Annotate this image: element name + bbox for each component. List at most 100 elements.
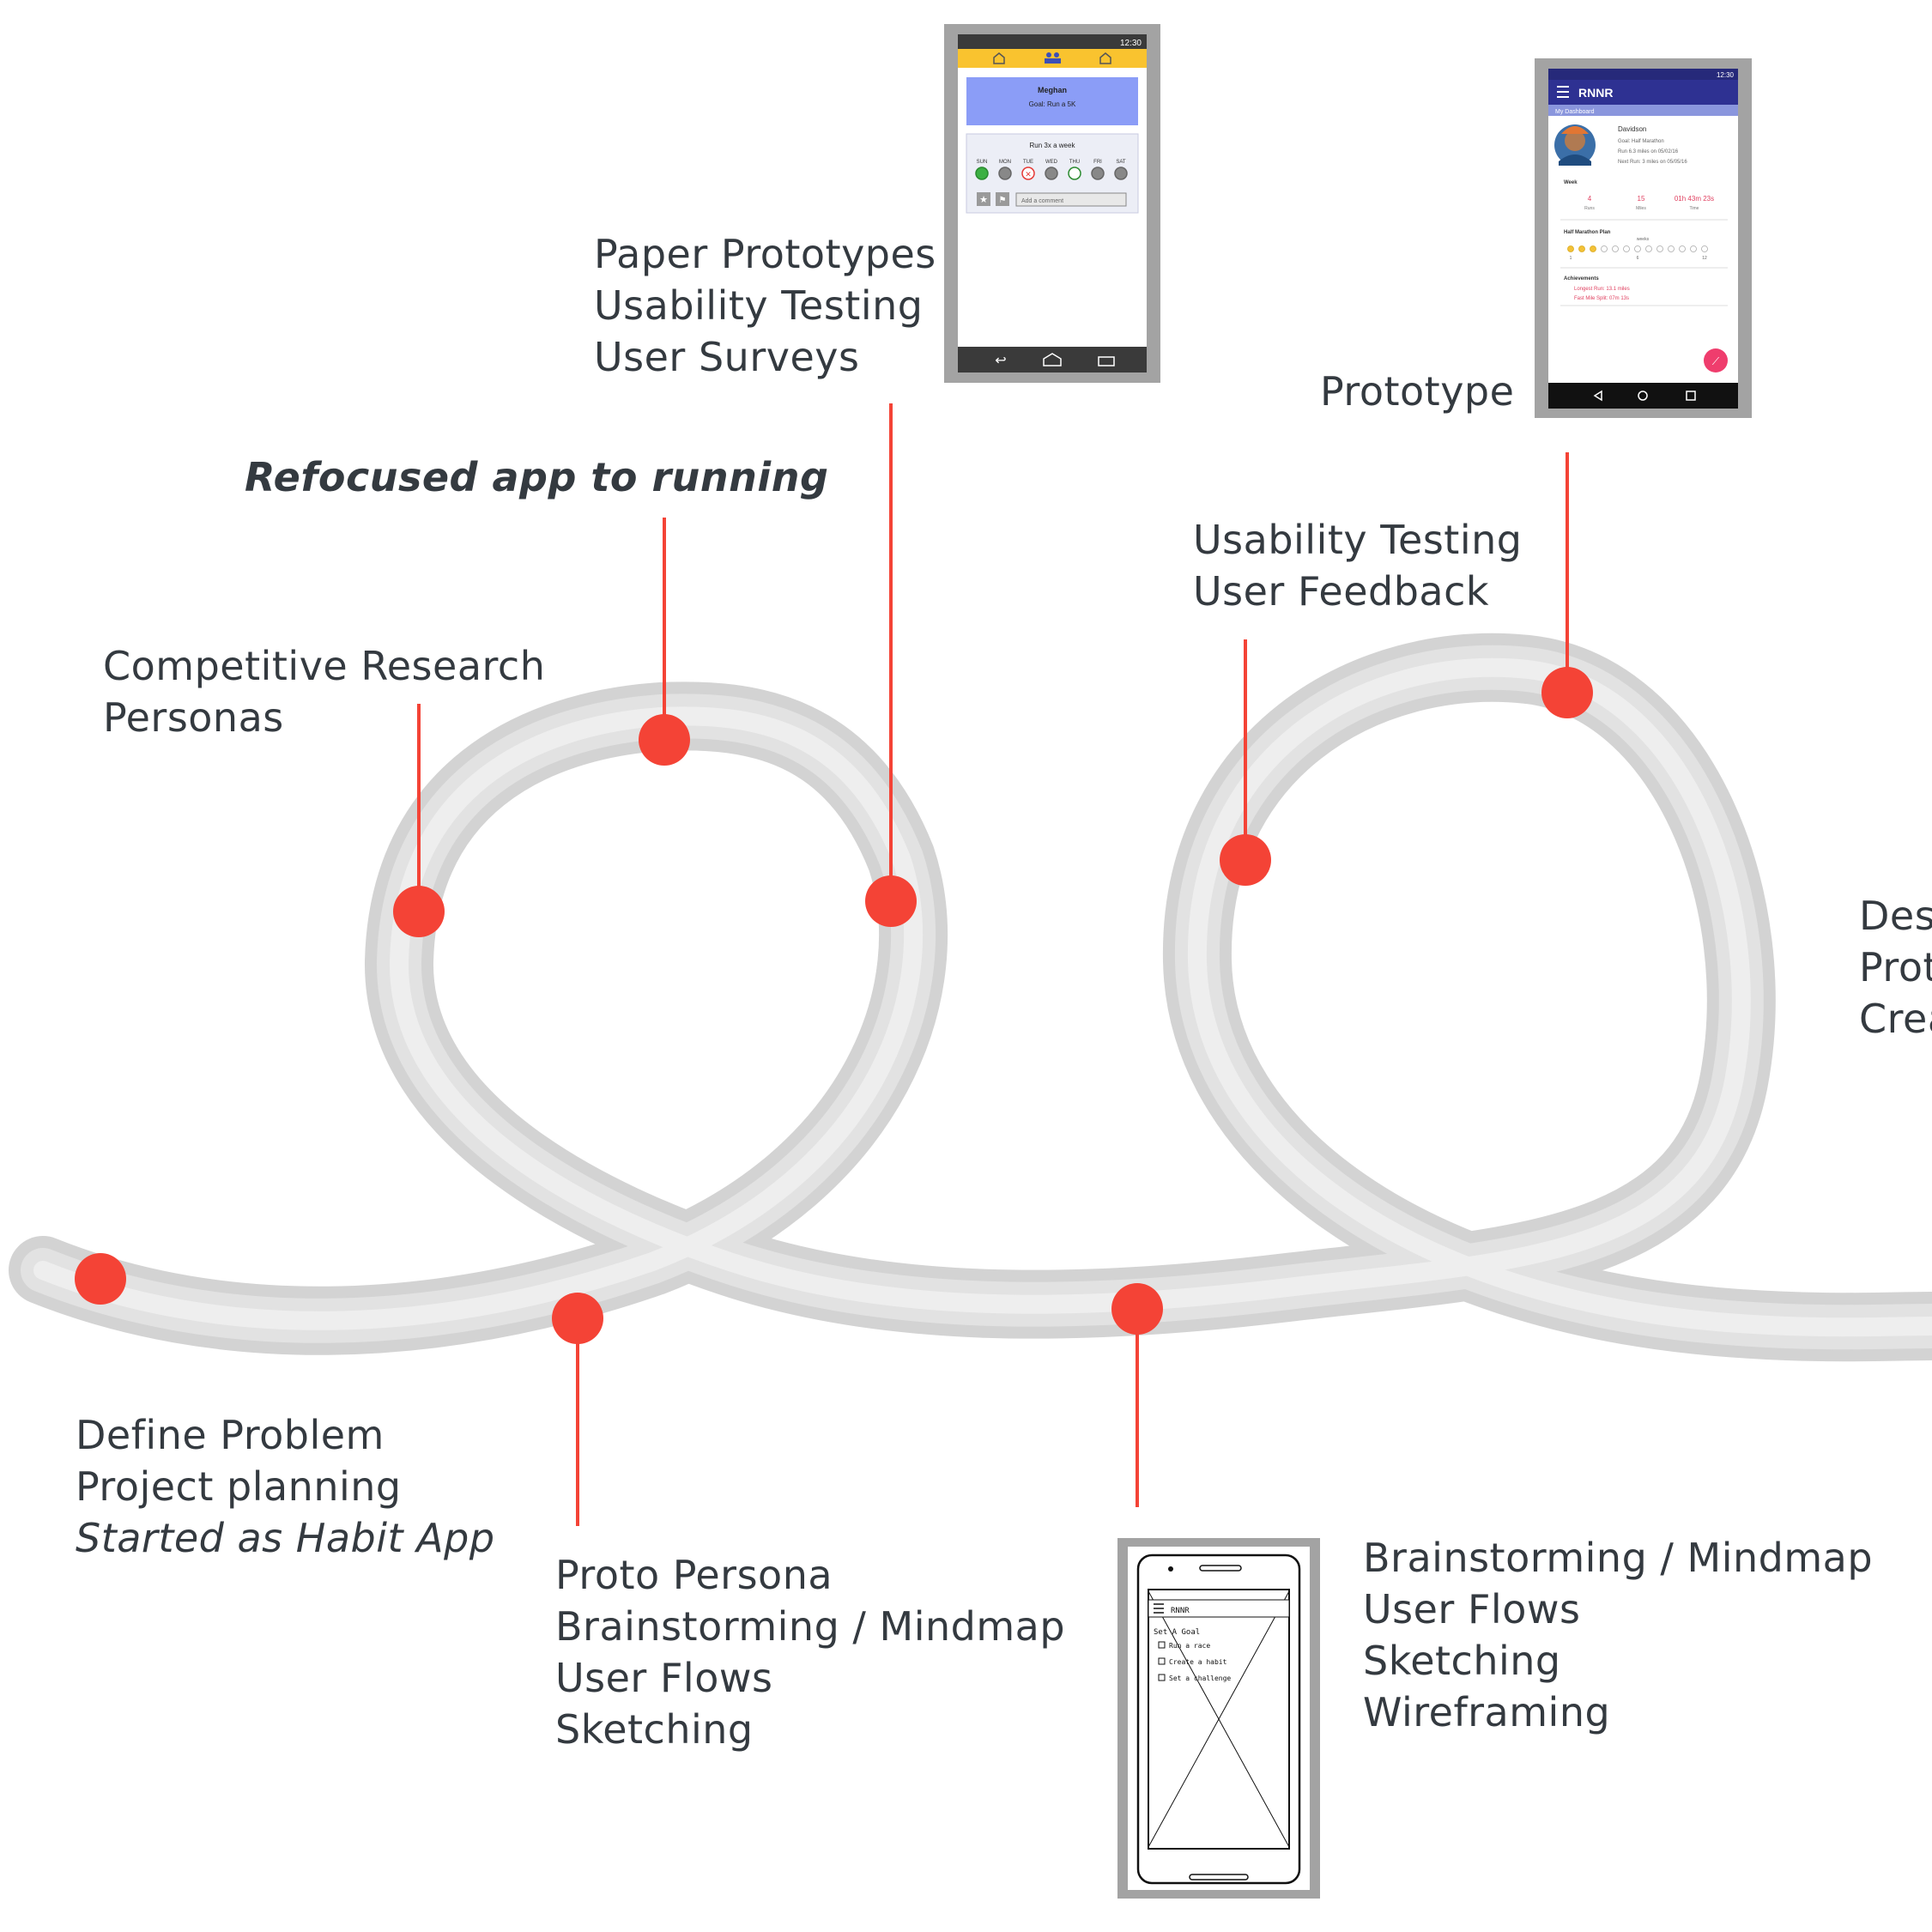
rnnr-achievement-1: Longest Run: 13.1 miles [1574, 287, 1630, 292]
proto-persona-line-1: Proto Persona [555, 1552, 833, 1598]
avatar [1554, 124, 1596, 166]
rnnr-week-label: Week [1564, 180, 1578, 185]
rnnr-plan-week-2 [1578, 245, 1585, 252]
usability2-line-1: Usability Testing [1193, 517, 1523, 563]
dot-define [75, 1253, 126, 1305]
rnnr-plan-mark-0: 1 [1570, 256, 1572, 261]
add-run-fab[interactable]: ⟋ [1704, 348, 1728, 372]
x-mark-icon: ✕ [1025, 171, 1032, 179]
paper-day-check-1[interactable] [998, 167, 1012, 180]
rnnr-plan-week-4 [1601, 245, 1608, 252]
rnnr-plan-week-3 [1590, 245, 1596, 252]
paper-day-label-4: THU [1069, 160, 1080, 165]
connector-lines [417, 403, 1569, 1526]
paper-day-check-0[interactable] [975, 167, 989, 180]
rnnr-plan-week-9 [1656, 245, 1663, 252]
paper-line-3: User Surveys [594, 334, 860, 380]
back-nav-icon[interactable] [1593, 390, 1602, 402]
paper-day-label-5: FRI [1093, 160, 1102, 165]
rnnr-prototype-screenshot: 12:30 RNNR My Dashboard Davidson Goal: H… [1535, 58, 1752, 418]
rnnr-plan-mark-2: 12 [1702, 256, 1707, 261]
label-wireframing: Brainstorming / Mindmap User Flows Sketc… [1363, 1532, 1873, 1738]
rnnr-plan-week-13 [1701, 245, 1708, 252]
rnnr-app-title: RNNR [1578, 86, 1613, 100]
wire-option-label-2: Set a challenge [1169, 1675, 1231, 1682]
competitive-line-1: Competitive Research [103, 643, 546, 689]
dot-usability2 [1220, 834, 1271, 886]
recents-nav-icon[interactable] [1098, 356, 1115, 366]
design-line-2: Prot [1859, 944, 1932, 990]
wire-option-checkbox-1[interactable] [1158, 1657, 1166, 1665]
menu-icon[interactable] [1154, 1603, 1164, 1614]
rnnr-plan-week-10 [1668, 245, 1675, 252]
timeline-ribbon [9, 633, 1932, 1362]
rnnr-plan-sub: weeks [1637, 237, 1650, 242]
proto-persona-line-2: Brainstorming / Mindmap [555, 1603, 1066, 1650]
refocused-text: Refocused app to running [245, 454, 829, 500]
wire-option-checkbox-2[interactable] [1158, 1674, 1166, 1681]
wire-option-label-0: Run a race [1169, 1642, 1210, 1650]
label-design-cut: Des Prot Crea [1859, 890, 1932, 1045]
paper-line-1: Paper Prototypes [594, 231, 936, 277]
design-line-1: Des [1859, 893, 1932, 939]
paper-day-label-3: WED [1045, 160, 1058, 165]
wireframing-line-3: Sketching [1363, 1638, 1561, 1684]
rnnr-user-goal: Goal: Half Marathon [1618, 139, 1664, 144]
rnnr-stat-label-1: Miles [1636, 206, 1646, 211]
paper-day-check-3[interactable] [1045, 167, 1058, 180]
label-usability-feedback: Usability Testing User Feedback [1193, 514, 1522, 617]
badge-icon [1099, 52, 1111, 64]
home-nav-icon[interactable] [1043, 353, 1062, 366]
back-nav-icon[interactable]: ↩ [995, 352, 1006, 368]
wire-option-label-1: Create a habit [1169, 1658, 1227, 1666]
rnnr-user-name: Davidson [1618, 125, 1646, 133]
recents-nav-icon[interactable] [1686, 391, 1696, 401]
flag-button[interactable]: ⚑ [996, 192, 1009, 206]
home-nav-icon[interactable] [1638, 391, 1648, 401]
define-line-1: Define Problem [76, 1412, 385, 1458]
rnnr-plan-week-8 [1645, 245, 1652, 252]
paper-comment-placeholder: Add a comment [1021, 198, 1063, 204]
dot-proto-persona [552, 1293, 603, 1344]
wireframing-line-4: Wireframing [1363, 1689, 1611, 1735]
wire-option-checkbox-0[interactable] [1158, 1641, 1166, 1649]
paper-day-label-0: SUN [977, 160, 988, 165]
menu-icon[interactable] [1557, 86, 1569, 98]
rnnr-plan-week-6 [1623, 245, 1630, 252]
rnnr-stat-value-1: 15 [1638, 195, 1645, 203]
rnnr-stat-label-2: Time [1690, 206, 1699, 211]
rnnr-plan-week-5 [1612, 245, 1619, 252]
define-line-3: Started as Habit App [76, 1515, 495, 1561]
rnnr-stat-value-2: 01h 43m 23s [1675, 195, 1714, 203]
label-prototype: Prototype [1320, 366, 1514, 417]
paper-day-check-2[interactable] [1021, 167, 1035, 180]
dot-paper [865, 875, 917, 927]
usability2-line-2: User Feedback [1193, 568, 1490, 615]
define-line-2: Project planning [76, 1463, 402, 1510]
dot-wireframing [1111, 1283, 1163, 1335]
paper-day-check-5[interactable] [1091, 167, 1105, 180]
paper-day-check-6[interactable] [1114, 167, 1128, 180]
dot-prototype [1541, 667, 1593, 718]
rnnr-subtitle: My Dashboard [1555, 109, 1595, 115]
star-button[interactable]: ★ [977, 192, 990, 206]
paper-comment-input[interactable] [1015, 192, 1127, 207]
label-paper-prototypes: Paper Prototypes Usability Testing User … [594, 228, 936, 383]
paper-day-label-1: MON [999, 160, 1011, 165]
paper-card-name: Meghan [1038, 86, 1067, 94]
rnnr-plan-label: Half Marathon Plan [1564, 230, 1611, 235]
paper-day-check-4[interactable] [1068, 167, 1081, 180]
rnnr-plan-week-1 [1567, 245, 1574, 252]
paper-card-goal: Goal: Run a 5K [1029, 100, 1076, 108]
svg-text:⚑: ⚑ [999, 196, 1007, 205]
svg-text:★: ★ [979, 194, 988, 205]
rnnr-achievement-2: Fast Mile Split: 07m 13s [1574, 296, 1629, 301]
paper-day-label-2: TUE [1023, 160, 1033, 165]
paper-prototype-screenshot: 12:30 Meghan Goal: Run a 5K Run 3x a wee… [944, 24, 1160, 383]
